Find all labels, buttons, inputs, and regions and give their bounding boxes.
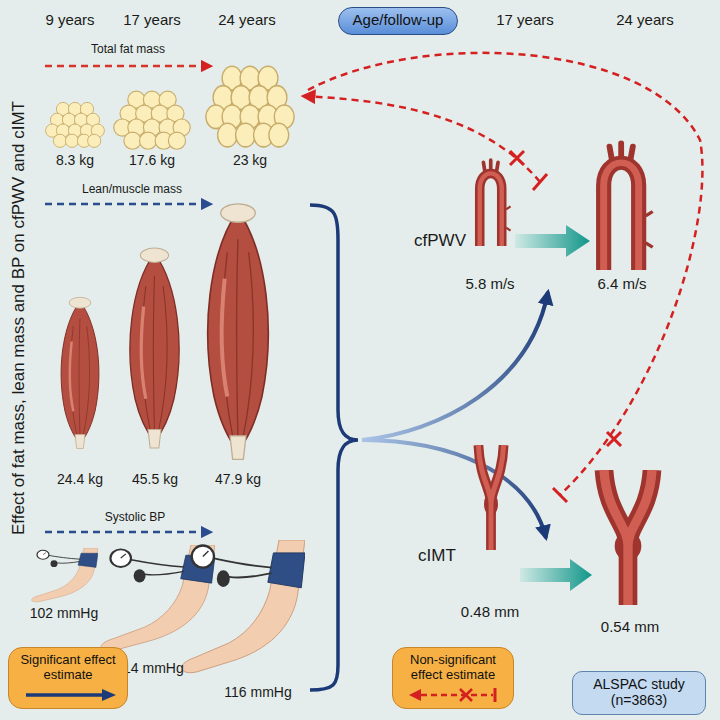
art-part <box>26 693 104 697</box>
t-bar <box>533 174 547 190</box>
fat-trend-arrow <box>45 65 212 68</box>
art-part <box>421 694 493 697</box>
legend-text: Non-significant effect estimate <box>399 653 507 683</box>
brace <box>310 205 358 690</box>
value-label: 8.3 kg <box>56 153 94 168</box>
trend-label: Lean/muscle mass <box>82 183 182 196</box>
outcome-name: cfPWV <box>414 232 466 251</box>
lean-trend-arrow <box>45 203 212 206</box>
legend-sample <box>18 687 118 703</box>
progression-arrow <box>515 225 590 257</box>
significant-arrow <box>362 292 548 440</box>
fat-cells <box>46 102 105 147</box>
aorta <box>480 160 511 246</box>
value-label: 45.5 kg <box>132 472 178 487</box>
legend-entry: Non-significant effect estimate <box>392 647 514 709</box>
node-text: Age/follow-up <box>353 11 444 28</box>
value-label: 0.48 mm <box>461 604 519 621</box>
x-mark <box>607 432 621 446</box>
study-box: ALSPAC study (n=3863) <box>572 671 706 715</box>
muscle <box>208 204 269 459</box>
age-label: 9 years <box>45 12 94 29</box>
legend-sample <box>403 687 503 703</box>
x-mark <box>510 151 524 165</box>
age-label: 17 years <box>123 12 181 29</box>
fat-cells <box>206 66 294 147</box>
muscle <box>130 248 179 448</box>
outcome-name: cIMT <box>418 547 456 566</box>
trend-label: Total fat mass <box>91 43 165 56</box>
aorta <box>604 143 653 270</box>
value-label: 116 mmHg <box>224 685 291 700</box>
carotid <box>478 445 503 550</box>
legend-text: Significant effect estimate <box>15 653 121 683</box>
value-label: 17.6 kg <box>129 153 175 168</box>
progression-arrow <box>520 559 592 591</box>
bp-cuff-arm <box>32 548 98 602</box>
art-part <box>494 688 497 702</box>
art-part <box>102 689 116 701</box>
muscle <box>61 297 99 448</box>
nonsignificant-arrow <box>308 53 702 495</box>
value-label: 5.8 m/s <box>465 276 514 293</box>
art-part <box>460 689 472 701</box>
age-label: 24 years <box>218 12 276 29</box>
age-label: 24 years <box>616 12 674 29</box>
age-label: 17 years <box>496 12 554 29</box>
nonsignificant-arrow <box>302 96 540 182</box>
age-pill: Age/follow-up <box>338 7 458 35</box>
vertical-title: Effect of fat mass, lean mass and BP on … <box>10 101 27 535</box>
trend-label: Systolic BP <box>105 511 166 524</box>
value-label: 47.9 kg <box>215 472 261 487</box>
bp-cuff-arm <box>182 540 305 673</box>
art-part <box>409 689 421 701</box>
node-text: ALSPAC study (n=3863) <box>579 676 699 708</box>
carotid <box>604 470 652 605</box>
value-label: 0.54 mm <box>601 619 659 636</box>
bp-trend-arrow <box>45 531 212 534</box>
legend-entry: Significant effect estimate <box>8 647 128 709</box>
value-label: 6.4 m/s <box>597 276 646 293</box>
fat-cells <box>114 91 190 149</box>
value-label: 24.4 kg <box>57 472 103 487</box>
value-label: 23 kg <box>233 153 267 168</box>
value-label: 102 mmHg <box>30 606 98 621</box>
t-bar <box>553 488 567 502</box>
significant-arrow <box>362 440 546 538</box>
